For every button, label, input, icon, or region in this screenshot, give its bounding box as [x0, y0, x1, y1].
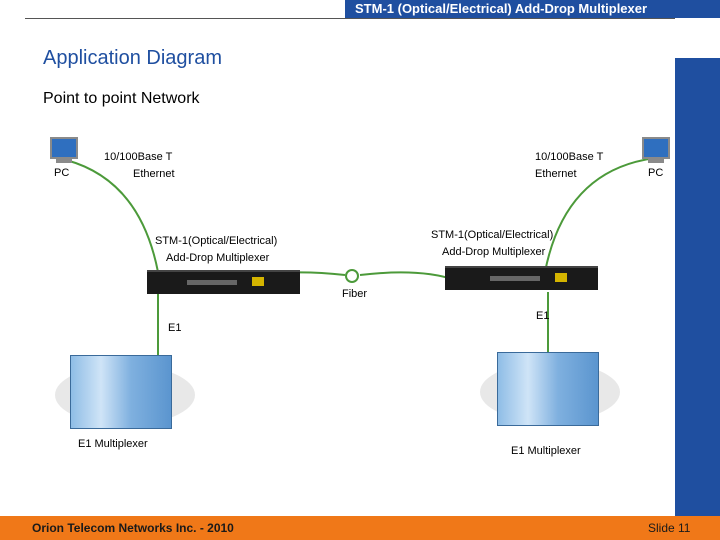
fiber-link-right: [360, 272, 455, 280]
fiber-label: Fiber: [342, 288, 367, 300]
left-adm-device: [147, 270, 300, 294]
left-ethernet-label-1: 10/100Base T: [104, 151, 172, 163]
right-e1-multiplexer-device: [497, 352, 599, 426]
right-mux-label-1: STM-1(Optical/Electrical): [431, 229, 553, 241]
right-ethernet-label-2: Ethernet: [535, 168, 577, 180]
left-mux-label-1: STM-1(Optical/Electrical): [155, 235, 277, 247]
fiber-coil-icon: [346, 270, 358, 282]
left-pc-label: PC: [54, 167, 69, 179]
right-pc-icon: [642, 137, 670, 163]
left-e1-label: E1: [168, 322, 181, 334]
right-e1mux-label: E1 Multiplexer: [511, 445, 581, 457]
right-e1-label: E1: [536, 310, 549, 322]
footer-slide-number: Slide 11: [648, 521, 690, 535]
right-ethernet-label-1: 10/100Base T: [535, 151, 603, 163]
footer-company: Orion Telecom Networks Inc. - 2010: [32, 521, 234, 535]
right-mux-label-2: Add-Drop Multiplexer: [442, 246, 545, 258]
left-ethernet-label-2: Ethernet: [133, 168, 175, 180]
left-e1-multiplexer-device: [70, 355, 172, 429]
left-pc-icon: [50, 137, 78, 163]
left-mux-label-2: Add-Drop Multiplexer: [166, 252, 269, 264]
right-adm-device: [445, 266, 598, 290]
right-pc-label: PC: [648, 167, 663, 179]
left-e1mux-label: E1 Multiplexer: [78, 438, 148, 450]
